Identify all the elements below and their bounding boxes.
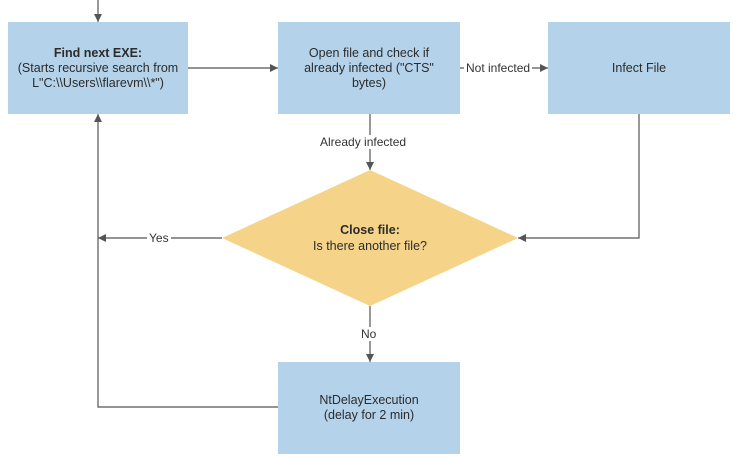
decision-diamond: [222, 170, 518, 306]
node-delay-line1: NtDelayExecution: [319, 393, 419, 407]
node-close-file-text: Is there another file?: [313, 239, 427, 253]
node-close-file-title: Close file:: [340, 223, 400, 237]
label-already-infected: Already infected: [318, 135, 409, 149]
node-open-file-text: Open file and check if already infected …: [304, 45, 434, 90]
label-no: No: [359, 327, 379, 341]
node-find-next-exe-text: (Starts recursive search from L"C:\\User…: [17, 60, 179, 90]
label-not-infected: Not infected: [464, 61, 533, 75]
node-infect-file-text: Infect File: [611, 60, 667, 75]
node-delay-execution: NtDelayExecution (delay for 2 min): [278, 362, 460, 454]
node-delay-line2: (delay for 2 min): [323, 408, 415, 422]
edge-delay-to-find: [94, 114, 278, 408]
node-close-file: Close file: Is there another file?: [270, 222, 470, 254]
edge-infect-to-decision: [518, 114, 640, 242]
node-find-next-exe-title: Find next EXE:: [53, 45, 143, 60]
node-open-file: Open file and check if already infected …: [278, 22, 460, 114]
label-yes: Yes: [147, 231, 171, 245]
node-find-next-exe: Find next EXE: (Starts recursive search …: [8, 22, 188, 114]
node-infect-file: Infect File: [548, 22, 730, 114]
